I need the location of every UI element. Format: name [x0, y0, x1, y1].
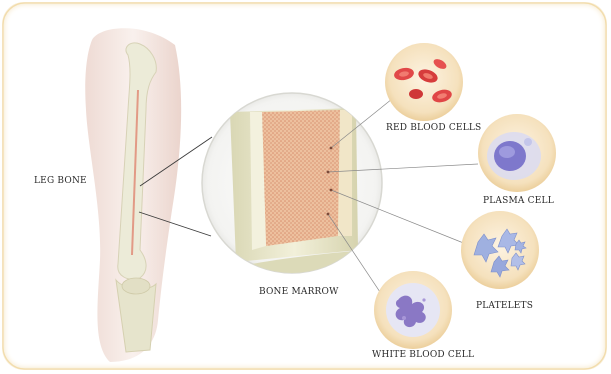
- bone-marrow-block: [262, 110, 340, 246]
- label-plasma-cell: PLASMA CELL: [483, 196, 554, 206]
- red-blood-cells-icon: [385, 43, 463, 121]
- plasma-cell-icon: [478, 114, 556, 192]
- white-blood-cell-icon: [374, 271, 452, 349]
- platelets-icon: [461, 211, 539, 289]
- label-leg-bone: LEG BONE: [34, 176, 87, 186]
- zoom-circle: [202, 93, 382, 290]
- label-white-blood-cell: WHITE BLOOD CELL: [372, 350, 474, 360]
- label-bone-marrow: BONE MARROW: [259, 287, 339, 297]
- label-platelets: PLATELETS: [476, 301, 533, 311]
- leg-illustration: [85, 28, 181, 362]
- label-red-blood-cells: RED BLOOD CELLS: [386, 123, 481, 133]
